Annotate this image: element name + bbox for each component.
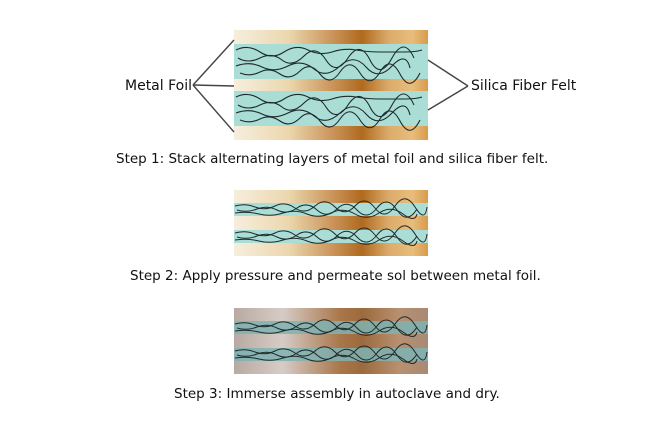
step-3-assembly: [234, 308, 428, 374]
leader-lines: [192, 39, 469, 133]
step-3-felt-layer-bottom: [234, 348, 428, 361]
step-2-felt-layer-bottom: [234, 230, 428, 243]
silica-fiber-felt-label: Silica Fiber Felt: [471, 78, 577, 94]
step-1-fibers: [235, 46, 423, 131]
step-3-caption: Step 3: Immerse assembly in autoclave an…: [174, 386, 500, 402]
metal-foil-leader-bottom: [192, 84, 235, 133]
metal-foil-leader-top: [192, 39, 235, 86]
step-1-felt-layer-top: [234, 44, 428, 79]
silica-felt-leader-top: [427, 59, 469, 87]
step-3-foil-stack: [234, 308, 428, 374]
step-2-fibers: [234, 198, 428, 246]
step-2-caption: Step 2: Apply pressure and permeate sol …: [130, 268, 541, 284]
silica-felt-leader-bottom: [427, 85, 469, 111]
step-3-fibers: [234, 316, 428, 364]
step-3-felt-layer-top: [234, 321, 428, 334]
step-2-assembly: [234, 190, 428, 256]
step-1-felt-layer-bottom: [234, 91, 428, 126]
step-2-foil-stack: [234, 190, 428, 256]
metal-foil-label: Metal Foil: [125, 78, 192, 94]
step-2-felt-layer-top: [234, 203, 428, 216]
step-1-assembly: [234, 30, 428, 140]
step-1-caption: Step 1: Stack alternating layers of meta…: [116, 151, 548, 167]
metal-foil-leader-mid: [192, 84, 235, 87]
